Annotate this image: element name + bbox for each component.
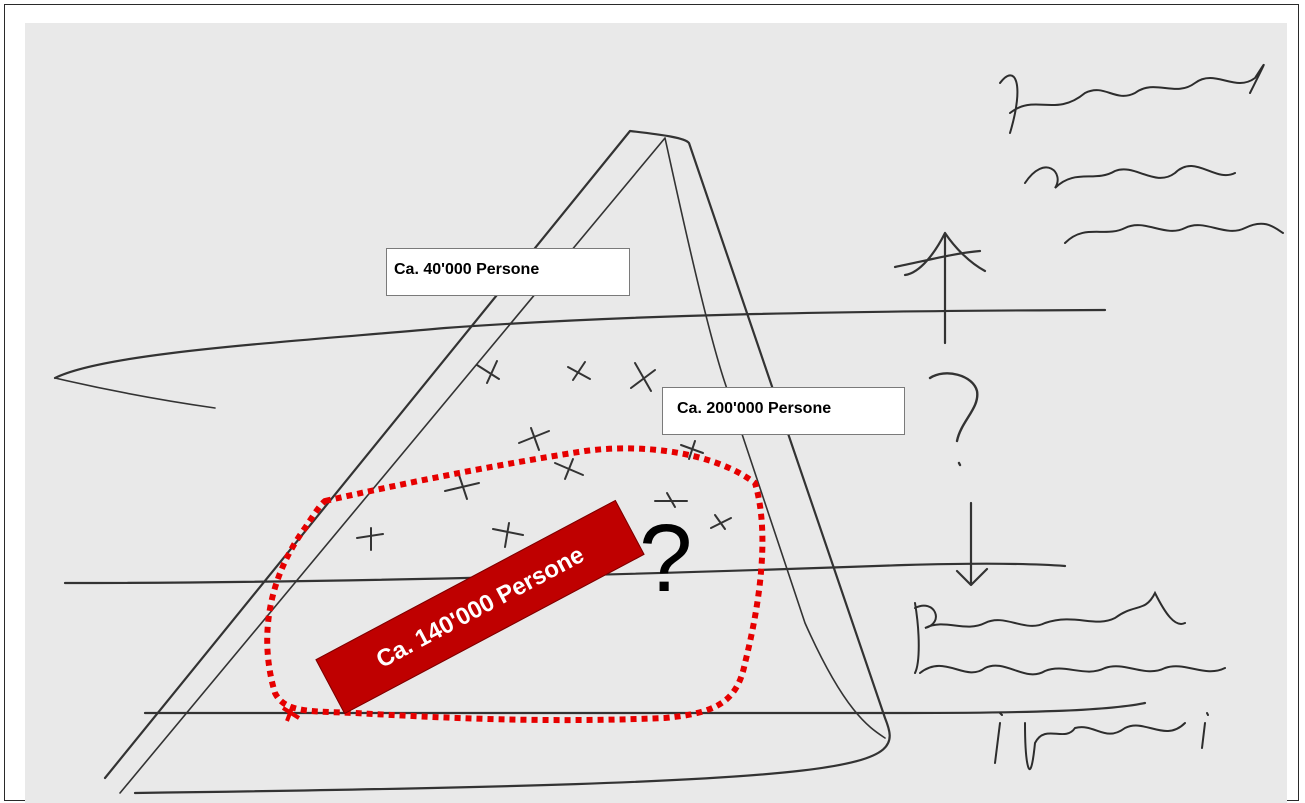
label-40k-persons: Ca. 40'000 Persone: [386, 248, 630, 296]
down-arrow-icon: [955, 501, 989, 587]
top-band-tail: [54, 377, 216, 409]
figure-frame: Ca. 40'000 Persone Ca. 200'000 Persone C…: [4, 4, 1299, 803]
people-crosses: [356, 360, 732, 551]
handwriting-top: [999, 63, 1284, 244]
label-200k-persons: Ca. 200'000 Persone: [662, 387, 905, 435]
highlight-dotted-outline: [264, 445, 766, 724]
question-mark-icon: ?: [639, 505, 693, 612]
top-band-line: [53, 308, 1107, 380]
pyramid-outline: [103, 129, 891, 795]
pencil-sketch: [53, 63, 1284, 795]
sketch-paper: Ca. 40'000 Persone Ca. 200'000 Persone C…: [25, 23, 1287, 803]
up-arrow-icon: [893, 231, 987, 345]
pyramid-outline-inner: [119, 137, 886, 794]
handwritten-question-icon: [928, 372, 979, 467]
handwriting-bottom: [914, 590, 1226, 771]
middle-band-line: [63, 562, 1067, 585]
